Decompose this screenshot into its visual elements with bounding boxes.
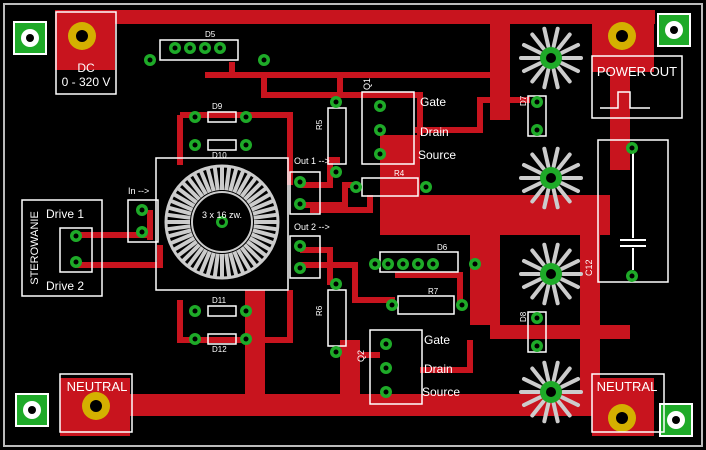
heatsink-top-upper [519,26,583,90]
refdes-d8: D8 [519,311,528,322]
mount-hole-bottom-right [659,403,693,437]
drive-connector-outline [59,227,93,273]
big-pad-neutral-left [82,392,110,420]
d10-body [207,139,237,151]
heatsink-bottom-lower [519,360,583,424]
q1-outline [361,91,415,165]
drive2-label: Drive 2 [46,279,84,293]
neutral-left-box [59,373,133,433]
refdes-r4: R4 [394,169,405,178]
heatsink-top-lower [519,146,583,210]
q1-gate-label: Gate [420,95,446,109]
mounting-holes [13,13,693,437]
refdes-d10: D10 [212,151,227,160]
toroid-outline [155,157,289,291]
board-outline [3,3,703,447]
q2-gate-label: Gate [424,333,450,347]
q2-drain-label: Drain [424,362,453,376]
q1-drain-label: Drain [420,125,449,139]
q1-source-label: Source [418,148,456,162]
mount-hole-top-left [13,21,47,55]
refdes-d9: D9 [212,102,223,111]
out1-connector-outline [289,171,321,215]
dc-range-label: 0 - 320 V [62,75,111,89]
refdes-q2: Q2 [356,350,366,362]
refdes-r5: R5 [315,119,324,130]
drive1-label: Drive 1 [46,207,84,221]
q2-outline [369,329,423,405]
mount-hole-bottom-left [15,393,49,427]
d5-body [159,39,239,61]
refdes-r6: R6 [315,305,324,316]
refdes-q1: Q1 [362,78,372,90]
heatsink-bottom-upper [519,242,583,306]
neutral-right-label: NEUTRAL [597,379,658,394]
dc-label: DC [77,61,95,75]
power-out-pulse-icon [600,91,650,109]
out2-connector-outline [289,235,321,279]
refdes-d6: D6 [437,243,448,252]
sterowanie-box [21,199,103,297]
sterowanie-label: STEROWANIE [29,211,41,285]
small-pads [70,42,638,398]
toroid-coil [164,164,280,280]
neutral-left-label: NEUTRAL [67,379,128,394]
out2-label: Out 2 --> [294,222,330,232]
dc-label-box [55,11,117,95]
big-pad-dc [68,22,96,50]
refdes-c12: C12 [584,259,594,276]
refdes-d5: D5 [205,30,216,39]
out1-label: Out 1 --> [294,156,330,166]
d9-body [207,111,237,123]
mount-hole-top-right [657,13,691,47]
c12-outline [597,139,669,283]
refdes-d7: D7 [519,95,528,106]
r5-outline [327,107,347,165]
r6-outline [327,289,347,347]
refdes-r7: R7 [428,287,439,296]
power-out-label: POWER OUT [597,64,677,79]
d12-body [207,333,237,345]
q2-source-label: Source [422,385,460,399]
d11-body [207,305,237,317]
power-out-box [591,55,683,119]
silk-labels: DC 0 - 320 V POWER OUT NEUTRAL NEUTRAL S… [29,30,677,399]
toroid-label: 3 x 16 zw. [202,210,242,220]
big-pad-power-out [608,22,636,50]
in-label: In --> [128,186,149,196]
neutral-right-box [591,373,665,433]
refdes-d12: D12 [212,345,227,354]
refdes-d11: D11 [212,296,227,305]
in-connector-outline [127,199,159,243]
c12-symbol [620,150,646,270]
big-pad-neutral-right [608,404,636,432]
copper-layer [55,10,655,436]
